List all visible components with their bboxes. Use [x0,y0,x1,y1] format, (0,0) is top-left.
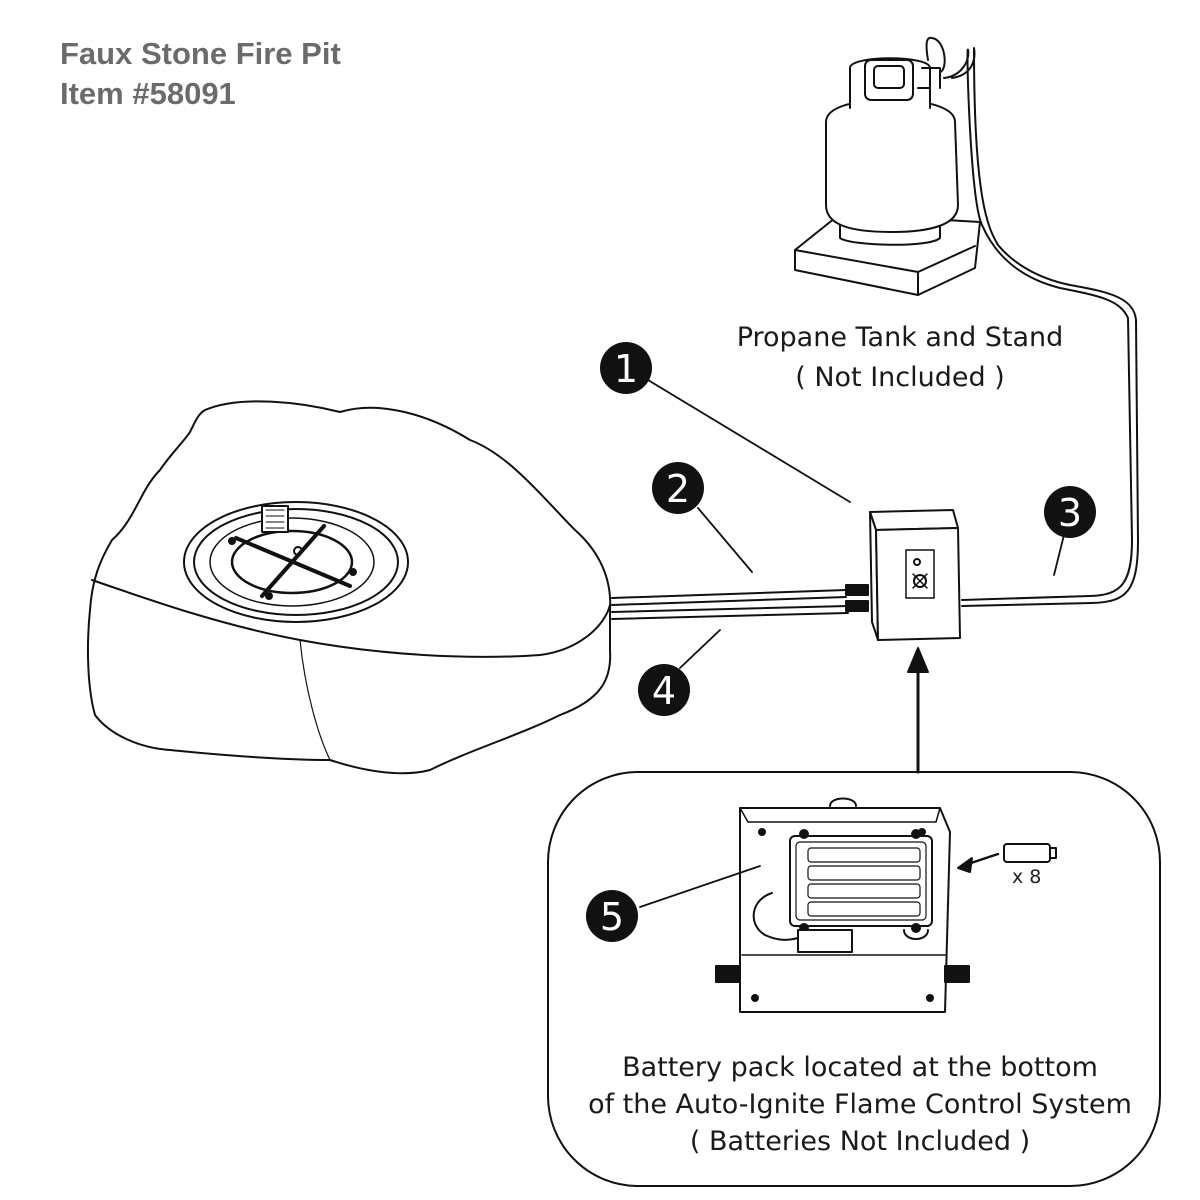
fire-pit-stone [86,400,612,775]
battery-detail-panel [547,771,1161,1187]
battery-pack-caption: Battery pack located at the bottom of th… [575,1049,1145,1160]
caption-line: Propane Tank and Stand [736,322,1064,353]
callout-number: 3 [1058,491,1082,535]
battery-pack [715,797,1057,1013]
propane-tank [794,36,1139,607]
battery-quantity: x 8 [1012,866,1042,888]
flame-control-box [869,509,961,641]
callout-number: 2 [666,467,690,511]
callout-1: 1 [600,342,652,394]
caption-line: of the Auto-Ignite Flame Control System [588,1089,1132,1120]
callout-number: 5 [600,895,624,939]
callout-3: 3 [1044,486,1096,538]
callout-2: 2 [652,462,704,514]
callout-4: 4 [638,664,690,716]
burner-ring [183,501,409,623]
page-title: Faux Stone Fire Pit [60,36,341,71]
caption-line: Battery pack located at the bottom [622,1052,1098,1083]
caption-line: ( Batteries Not Included ) [689,1126,1031,1157]
callout-5: 5 [586,890,638,942]
callout-number: 1 [614,347,638,391]
caption-line: ( Not Included ) [795,362,1005,393]
item-number: Item #58091 [60,76,236,111]
gas-lines [611,584,869,620]
propane-tank-caption: Propane Tank and Stand ( Not Included ) [700,318,1100,398]
battery-arrow [907,647,929,774]
callout-number: 4 [652,669,676,713]
leader-lines [639,379,1065,908]
